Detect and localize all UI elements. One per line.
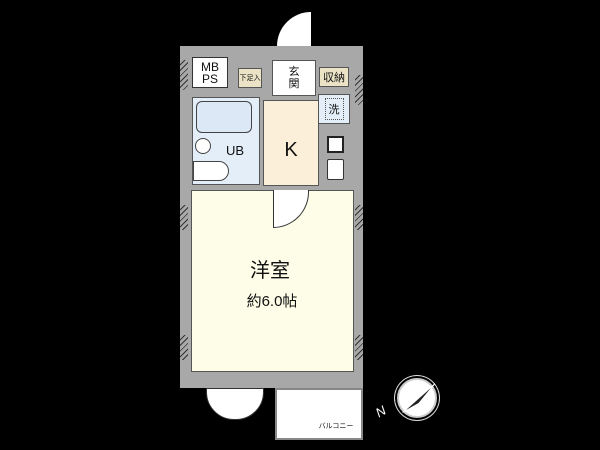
entrance: 玄 関 — [272, 60, 316, 96]
stove-icon — [327, 136, 344, 153]
western-room-size: 約6.0帖 — [246, 292, 298, 310]
storage-label: 収納 — [323, 72, 345, 84]
storage: 収納 — [319, 67, 349, 87]
washer-space: 洗 — [318, 94, 350, 124]
kitchen — [263, 100, 319, 186]
compass-north-label: N — [372, 402, 389, 421]
wall-hatch-right-bottom — [355, 335, 363, 360]
shoe-closet: 下足入 — [238, 68, 262, 88]
compass-icon — [397, 378, 437, 418]
wall-hatch-right-mid — [355, 205, 363, 230]
sink-icon — [195, 138, 211, 154]
kitchen-sink-icon — [327, 159, 344, 180]
entrance-label-2: 関 — [288, 78, 300, 90]
western-room — [191, 190, 354, 372]
mbps-label-2: PS — [201, 71, 218, 86]
shoe-closet-label: 下足入 — [239, 75, 261, 82]
wall-hatch-right-top — [355, 75, 363, 105]
mbps-label-1: MB — [201, 59, 219, 74]
wall-hatch-left-mid — [180, 205, 188, 230]
entrance-label-1: 玄 — [288, 66, 300, 78]
washer-label: 洗 — [324, 98, 344, 120]
mbps-box: MB PS — [192, 57, 228, 88]
wall-hatch-left-bottom — [180, 335, 188, 360]
window-left — [206, 388, 264, 420]
balcony-label: バルコニー — [318, 423, 354, 430]
wall-hatch-left-top — [180, 60, 188, 90]
unit-bath-label: UB — [225, 142, 245, 158]
entrance-door-swing — [277, 12, 311, 50]
kitchen-label: K — [284, 138, 298, 161]
bathtub-icon — [196, 101, 252, 133]
balcony — [275, 388, 363, 440]
toilet-icon — [193, 161, 229, 181]
western-room-label: 洋室 — [250, 259, 290, 282]
